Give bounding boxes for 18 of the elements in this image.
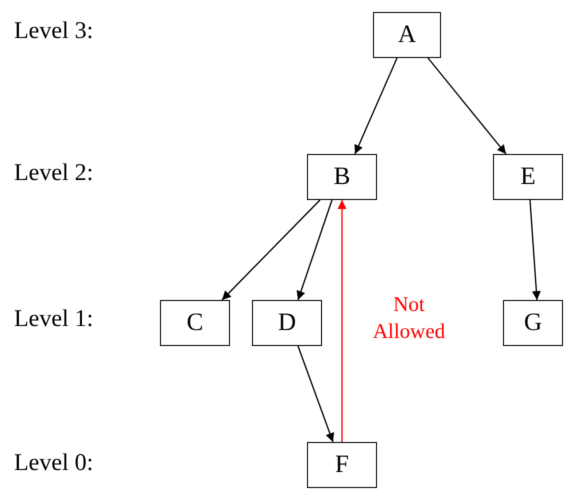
arrow xyxy=(338,200,346,442)
node-box: B xyxy=(307,154,377,200)
level-label: Level 2: xyxy=(14,160,94,187)
arrow xyxy=(354,58,398,154)
node-box: F xyxy=(307,442,377,488)
node-box: A xyxy=(373,12,441,58)
arrow xyxy=(529,200,541,300)
arrow xyxy=(428,58,506,154)
node-box: D xyxy=(252,300,322,346)
arrow xyxy=(296,200,333,300)
node-box: E xyxy=(493,154,563,200)
level-label: Level 1: xyxy=(14,306,94,333)
arrow xyxy=(297,346,334,442)
arrow xyxy=(222,200,320,300)
node-box: C xyxy=(160,300,230,346)
level-label: Level 0: xyxy=(14,450,94,477)
node-box: G xyxy=(503,300,563,346)
level-label: Level 3: xyxy=(14,18,94,45)
